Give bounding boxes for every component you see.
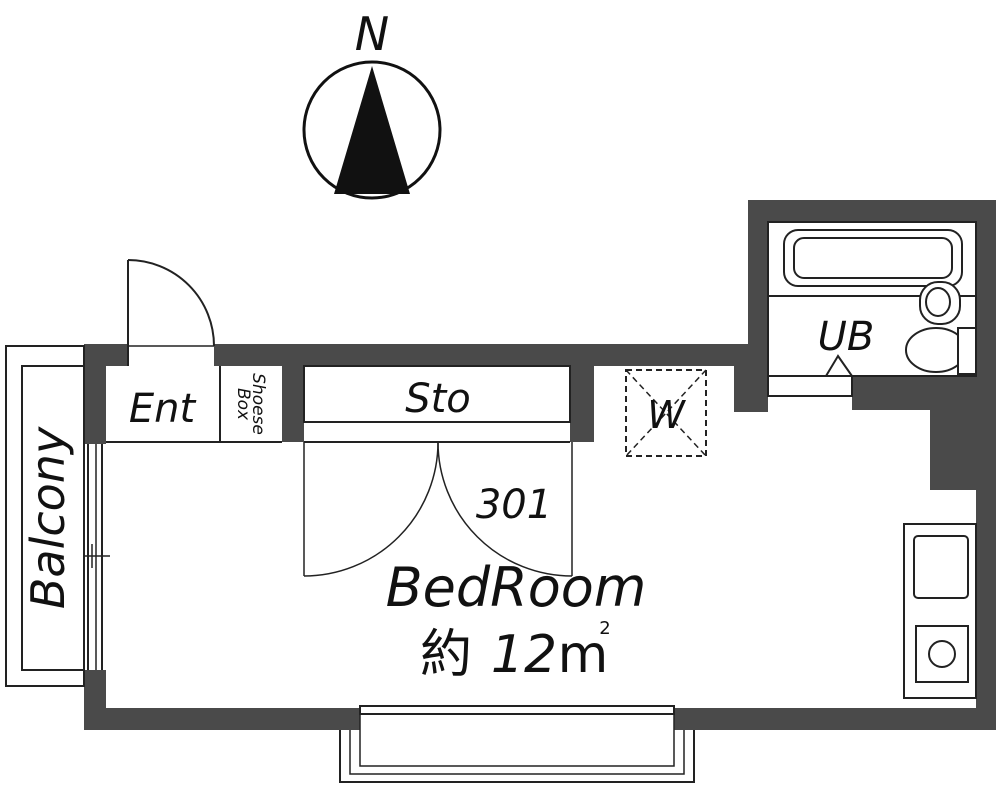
- balcony-inner: [21, 365, 85, 671]
- walls: [84, 200, 996, 730]
- stove: [915, 625, 969, 683]
- north-arrow-icon: [334, 66, 410, 194]
- storage-west-partition: [282, 344, 304, 442]
- compass-north-label: N: [355, 7, 389, 61]
- kitchen-sink-icon: [913, 535, 969, 599]
- east-wall-step: [930, 376, 996, 490]
- bedroom-area: 約 12 m 2: [420, 618, 611, 685]
- area-unit-superscript: 2: [599, 618, 610, 639]
- balcony-label: Balcony: [21, 426, 75, 609]
- south-window: [339, 705, 695, 783]
- compass: N: [302, 7, 442, 200]
- entrance-label: Ent: [129, 386, 197, 432]
- washer-label: W: [647, 393, 686, 437]
- svg-text:Box: Box: [233, 388, 253, 421]
- bedroom-label: BedRoom: [386, 556, 647, 619]
- door-swing-arc: [127, 259, 215, 347]
- storage-shelf: [303, 365, 571, 423]
- area-prefix: 約: [420, 625, 472, 685]
- washer-space: W: [625, 369, 707, 457]
- bath-corner-pillar: [734, 344, 768, 412]
- burner-icon: [928, 640, 956, 668]
- kitchen: [903, 523, 977, 699]
- shoe-box-label: Shoese Box: [233, 373, 268, 435]
- door-opening: [128, 338, 214, 368]
- bath-east-wall: [976, 200, 996, 378]
- storage: Sto: [303, 365, 573, 577]
- entrance-area: Ent Shoese Box: [106, 366, 282, 443]
- unit-bath-label: UB: [818, 314, 875, 360]
- area-unit: m: [558, 625, 609, 685]
- unit-bath: UB: [767, 221, 977, 397]
- area-value: 12: [491, 625, 557, 685]
- storage-label: Sto: [405, 376, 471, 422]
- east-wall-lower: [976, 490, 996, 730]
- balcony: Balcony: [5, 345, 110, 687]
- bath-door: [767, 375, 853, 397]
- storage-east-partition: [570, 344, 594, 442]
- room-number-label: 301: [476, 482, 552, 528]
- entrance-door: [127, 259, 215, 368]
- bath-north-wall: [748, 200, 996, 222]
- svg-text:Shoese: Shoese: [248, 373, 268, 435]
